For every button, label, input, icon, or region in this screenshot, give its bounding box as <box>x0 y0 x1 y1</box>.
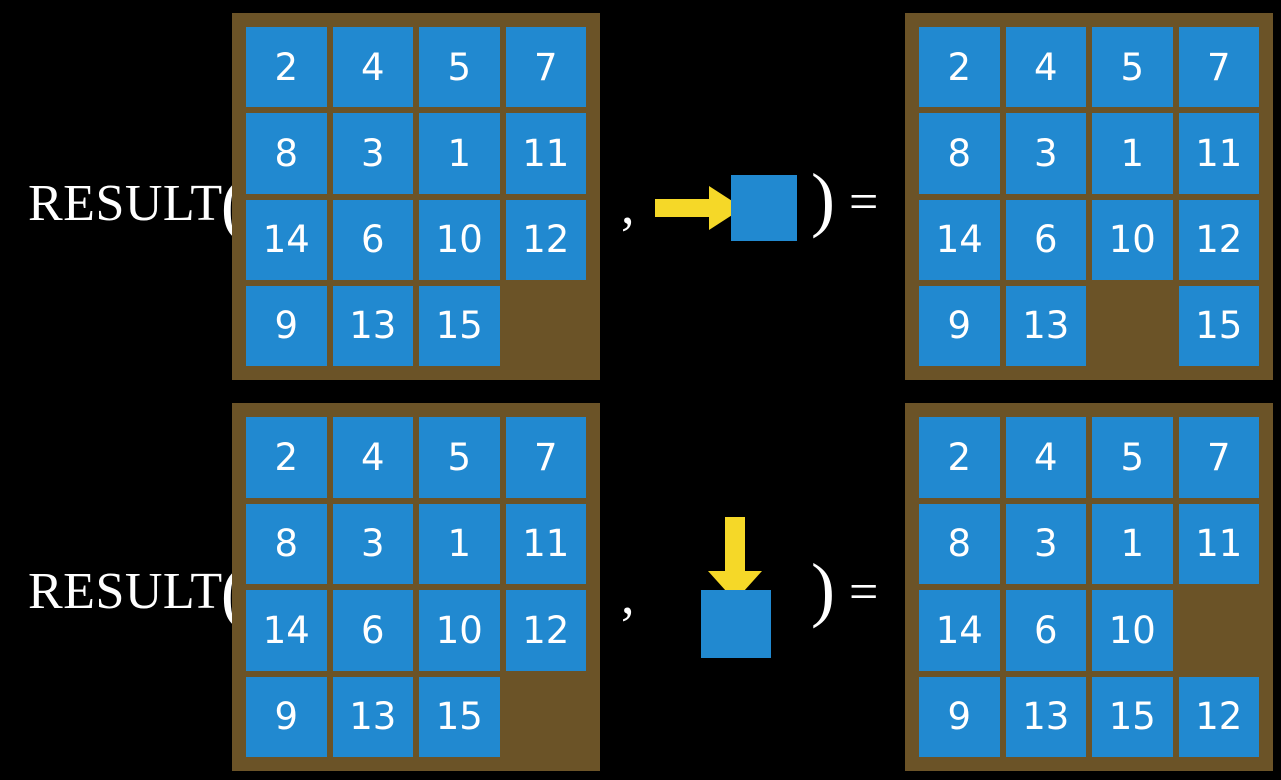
tile[interactable]: 13 <box>332 285 413 366</box>
tile[interactable]: 2 <box>246 27 327 108</box>
tile[interactable]: 7 <box>505 27 586 108</box>
tile[interactable]: 11 <box>1178 503 1259 584</box>
tile[interactable]: 14 <box>246 590 327 671</box>
tile[interactable]: 12 <box>1178 199 1259 280</box>
tile[interactable]: 6 <box>1005 590 1086 671</box>
output-grid-row2: 2 4 5 7 8 3 1 11 14 6 10 9 13 15 12 <box>905 403 1273 771</box>
tile[interactable]: 3 <box>1005 503 1086 584</box>
tile[interactable]: 1 <box>1092 503 1173 584</box>
tile[interactable]: 13 <box>1005 676 1086 757</box>
tile[interactable]: 8 <box>919 503 1000 584</box>
input-grid-row2: 2 4 5 7 8 3 1 11 14 6 10 12 9 13 15 <box>232 403 600 771</box>
tile[interactable]: 4 <box>332 27 413 108</box>
tile[interactable]: 3 <box>1005 113 1086 194</box>
result-label-row1-text: RESULT <box>28 175 223 232</box>
action-tile-row2[interactable] <box>701 590 771 658</box>
tile[interactable]: 9 <box>919 676 1000 757</box>
tile[interactable]: 2 <box>919 417 1000 498</box>
tile[interactable]: 8 <box>919 113 1000 194</box>
tile[interactable]: 10 <box>1092 590 1173 671</box>
input-grid-row1: 2 4 5 7 8 3 1 11 14 6 10 12 9 13 15 <box>232 13 600 380</box>
tile[interactable]: 15 <box>419 676 500 757</box>
tile[interactable]: 12 <box>505 199 586 280</box>
comma-row2: , <box>621 565 635 625</box>
tile[interactable]: 7 <box>1178 417 1259 498</box>
tile[interactable]: 13 <box>1005 285 1086 366</box>
tile[interactable]: 12 <box>505 590 586 671</box>
tile[interactable]: 15 <box>1178 285 1259 366</box>
equals-row1: = <box>849 174 879 231</box>
tile[interactable]: 2 <box>919 27 1000 108</box>
tile[interactable]: 1 <box>419 503 500 584</box>
tile[interactable]: 13 <box>332 676 413 757</box>
blank-tile <box>1179 590 1260 671</box>
tile[interactable]: 5 <box>419 417 500 498</box>
tile[interactable]: 10 <box>419 199 500 280</box>
equals-row2: = <box>849 564 879 621</box>
result-label-row2: RESULT( <box>28 556 245 628</box>
tile[interactable]: 6 <box>332 590 413 671</box>
tile[interactable]: 12 <box>1178 676 1259 757</box>
tile[interactable]: 6 <box>1005 199 1086 280</box>
action-tile-row1[interactable] <box>731 175 797 241</box>
tile[interactable]: 11 <box>1178 113 1259 194</box>
tile[interactable]: 2 <box>246 417 327 498</box>
tile[interactable]: 9 <box>246 676 327 757</box>
comma-row1: , <box>621 175 635 235</box>
close-paren-row2: ) <box>811 549 835 629</box>
tile[interactable]: 8 <box>246 503 327 584</box>
tile[interactable]: 1 <box>1092 113 1173 194</box>
tile[interactable]: 9 <box>246 285 327 366</box>
tile[interactable]: 11 <box>505 503 586 584</box>
tile[interactable]: 7 <box>1178 27 1259 108</box>
result-label-row1: RESULT( <box>28 168 245 240</box>
arrow-right-icon <box>655 186 743 230</box>
output-grid-row1: 2 4 5 7 8 3 1 11 14 6 10 12 9 13 15 <box>905 13 1273 380</box>
tile[interactable]: 10 <box>419 590 500 671</box>
tile[interactable]: 1 <box>419 113 500 194</box>
close-paren-row1: ) <box>811 159 835 239</box>
tile[interactable]: 11 <box>505 113 586 194</box>
tile[interactable]: 14 <box>919 199 1000 280</box>
result-label-row2-text: RESULT <box>28 563 223 620</box>
tile[interactable]: 9 <box>919 285 1000 366</box>
tile[interactable]: 4 <box>332 417 413 498</box>
arrow-down-icon <box>708 517 762 601</box>
tile[interactable]: 5 <box>419 27 500 108</box>
tile[interactable]: 15 <box>1092 676 1173 757</box>
blank-tile <box>506 286 587 366</box>
tile[interactable]: 3 <box>332 503 413 584</box>
tile[interactable]: 6 <box>332 199 413 280</box>
tile[interactable]: 5 <box>1092 417 1173 498</box>
tile[interactable]: 4 <box>1005 27 1086 108</box>
tile[interactable]: 14 <box>919 590 1000 671</box>
tile[interactable]: 3 <box>332 113 413 194</box>
blank-tile <box>1092 286 1173 366</box>
blank-tile <box>506 677 587 758</box>
tile[interactable]: 7 <box>505 417 586 498</box>
tile[interactable]: 14 <box>246 199 327 280</box>
tile[interactable]: 10 <box>1092 199 1173 280</box>
tile[interactable]: 8 <box>246 113 327 194</box>
tile[interactable]: 15 <box>419 285 500 366</box>
tile[interactable]: 4 <box>1005 417 1086 498</box>
tile[interactable]: 5 <box>1092 27 1173 108</box>
